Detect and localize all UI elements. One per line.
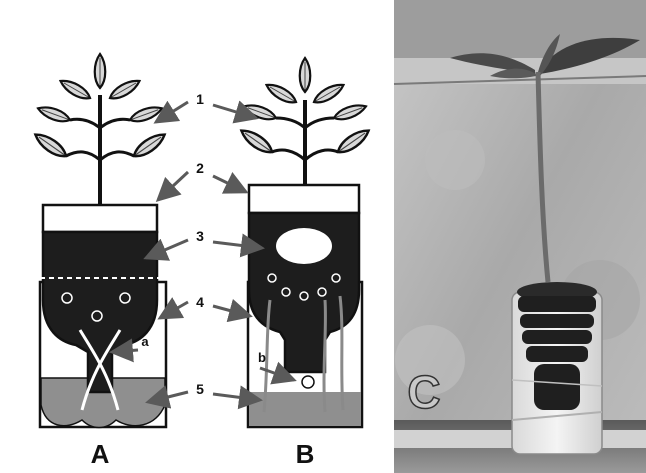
callout-5: 5 xyxy=(196,381,204,397)
diagram-a: A xyxy=(32,54,168,469)
callout-3: 3 xyxy=(196,228,204,244)
callout-1: 1 xyxy=(196,91,204,107)
callout-a: a xyxy=(141,334,149,349)
diagram-b: B xyxy=(238,58,372,469)
panel-label-b: B xyxy=(296,439,315,469)
callout-b: b xyxy=(258,350,266,365)
panel-label-a: A xyxy=(91,439,110,469)
callout-2: 2 xyxy=(196,160,204,176)
panel-label-c: C xyxy=(407,366,440,418)
plant-a xyxy=(32,54,168,205)
photo-c: C xyxy=(394,0,646,473)
callout-4: 4 xyxy=(196,294,204,310)
